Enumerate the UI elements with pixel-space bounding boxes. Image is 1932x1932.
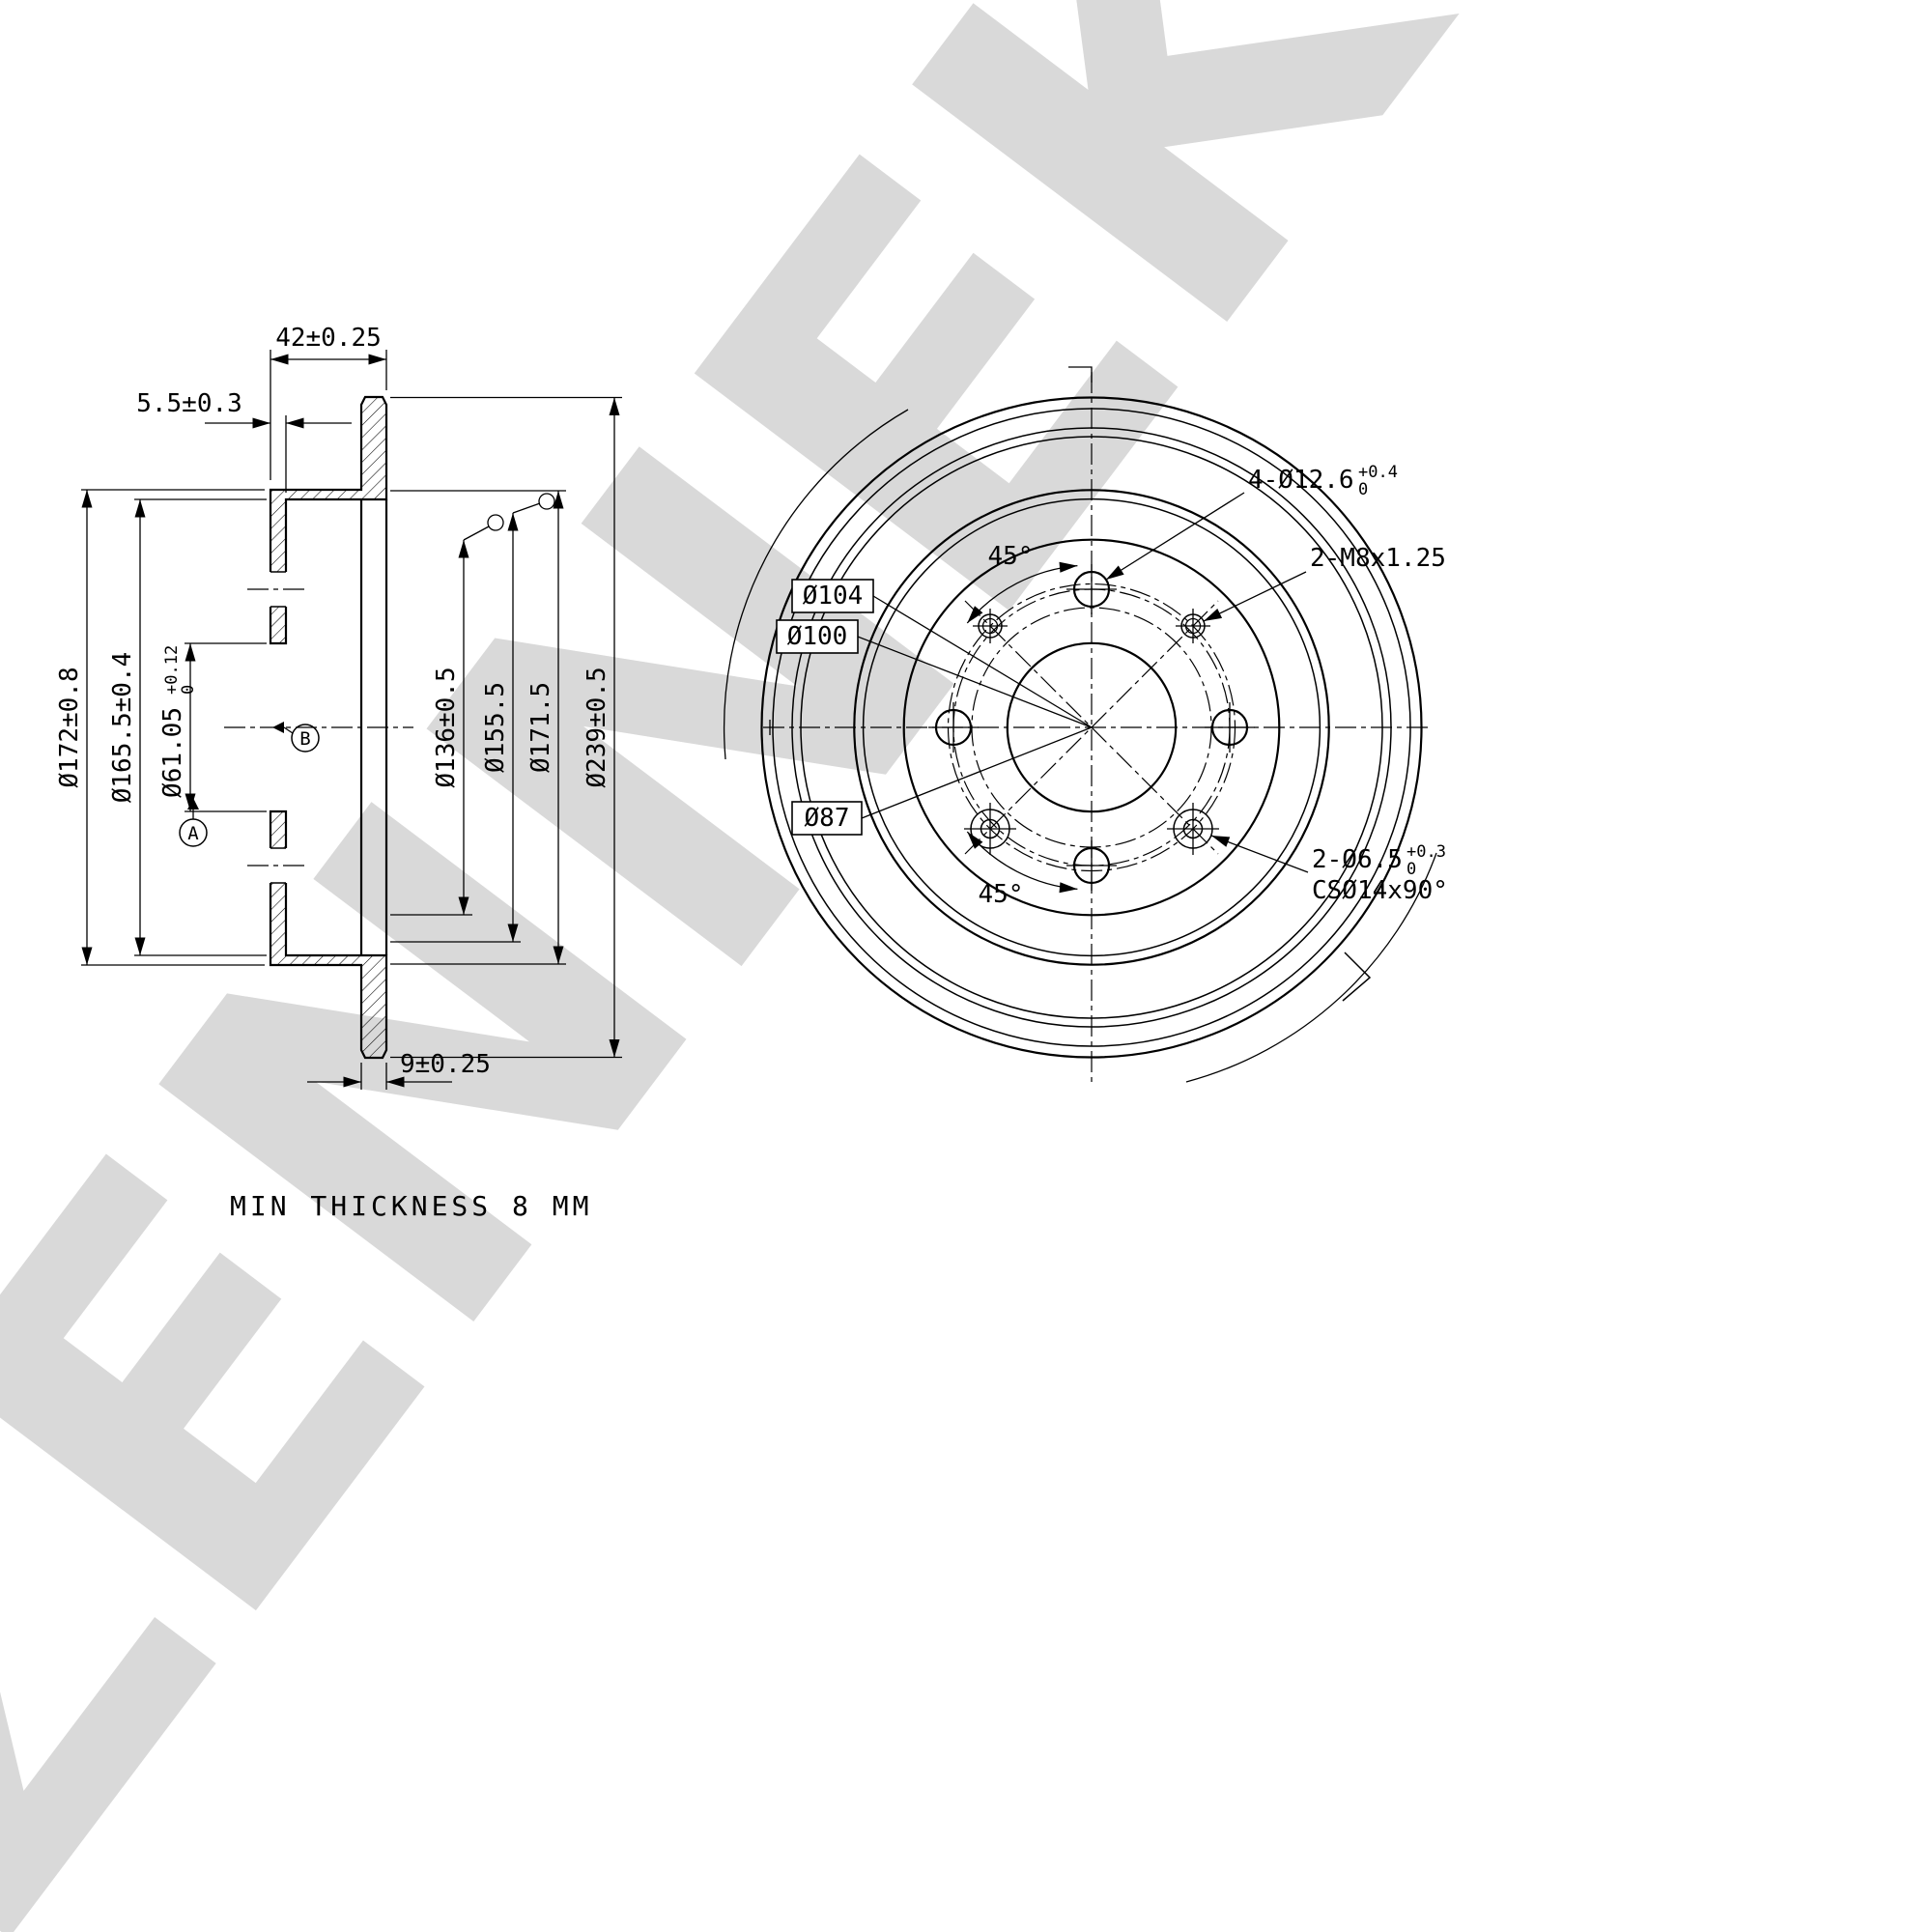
dim-d61-05-tol-upper: +0.12 <box>162 645 182 695</box>
label-angle-upper: 45° <box>988 542 1034 571</box>
label-2-holes: 2-Ø6.5 <box>1312 845 1403 874</box>
dim-d61-05-tol-lower: 0 <box>179 685 198 695</box>
label-4-holes-tol-upper: +0.4 <box>1358 463 1398 482</box>
label-angle-lower: 45° <box>979 880 1024 909</box>
label-d104: Ø104 <box>803 582 864 611</box>
section-lower-half <box>269 810 388 1060</box>
m8-threaded-holes <box>973 609 1210 643</box>
label-d104-box <box>791 579 874 613</box>
label-4-holes: 4-Ø12.6 <box>1248 466 1354 495</box>
hole-callout-circle <box>487 514 504 531</box>
label-2-holes-tol-lower: 0 <box>1406 860 1416 879</box>
section-view: 42±0.25 5.5±0.3 Ø172±0.8 Ø165.5±0.4 Ø61.… <box>55 324 622 1222</box>
datum-b: B <box>272 722 320 753</box>
label-cs: CSØ14x90° <box>1312 876 1448 905</box>
label-d87: Ø87 <box>805 804 850 833</box>
dim-9-label: 9±0.25 <box>400 1050 491 1079</box>
dim-d171-5-label: Ø171.5 <box>526 682 555 773</box>
rotation-arrow <box>1342 952 1372 1002</box>
label-d100: Ø100 <box>787 622 848 651</box>
dim-d165-5-label: Ø165.5±0.4 <box>108 652 137 804</box>
outer-break-arc <box>723 409 909 760</box>
section-upper-half <box>269 395 388 645</box>
datum-a-label: A <box>187 823 199 844</box>
dim-d61-05-label-group: Ø61.05 +0.12 0 <box>158 645 198 798</box>
label-2-holes-tol-upper: +0.3 <box>1406 842 1446 862</box>
label-m8: 2-M8x1.25 <box>1310 544 1446 573</box>
note-min-thickness: MIN THICKNESS 8 MM <box>230 1190 592 1222</box>
label-d87-box <box>791 801 863 836</box>
dim-42-label: 42±0.25 <box>275 324 382 353</box>
label-d100-box <box>776 619 859 654</box>
datum-b-label: B <box>299 728 310 750</box>
dim-d172-label: Ø172±0.8 <box>55 667 84 787</box>
outer-break-arc <box>1185 852 1437 1083</box>
dim-d155-5-label: Ø155.5 <box>481 682 510 773</box>
dim-d239-label: Ø239±0.5 <box>582 667 611 787</box>
watermark-text: ZENNEK <box>0 0 1564 1932</box>
dim-d61-05-label: Ø61.05 <box>158 707 187 798</box>
dim-5-5-label: 5.5±0.3 <box>136 389 242 418</box>
label-4-holes-tol-lower: 0 <box>1358 480 1368 499</box>
dim-d136-label: Ø136±0.5 <box>432 667 461 787</box>
top-mark <box>1068 366 1093 383</box>
front-view: 45° 45° 4-Ø12.6 +0.4 0 2-M8x1.25 Ø104 Ø1… <box>723 366 1448 1084</box>
datum-a: A <box>179 798 208 847</box>
